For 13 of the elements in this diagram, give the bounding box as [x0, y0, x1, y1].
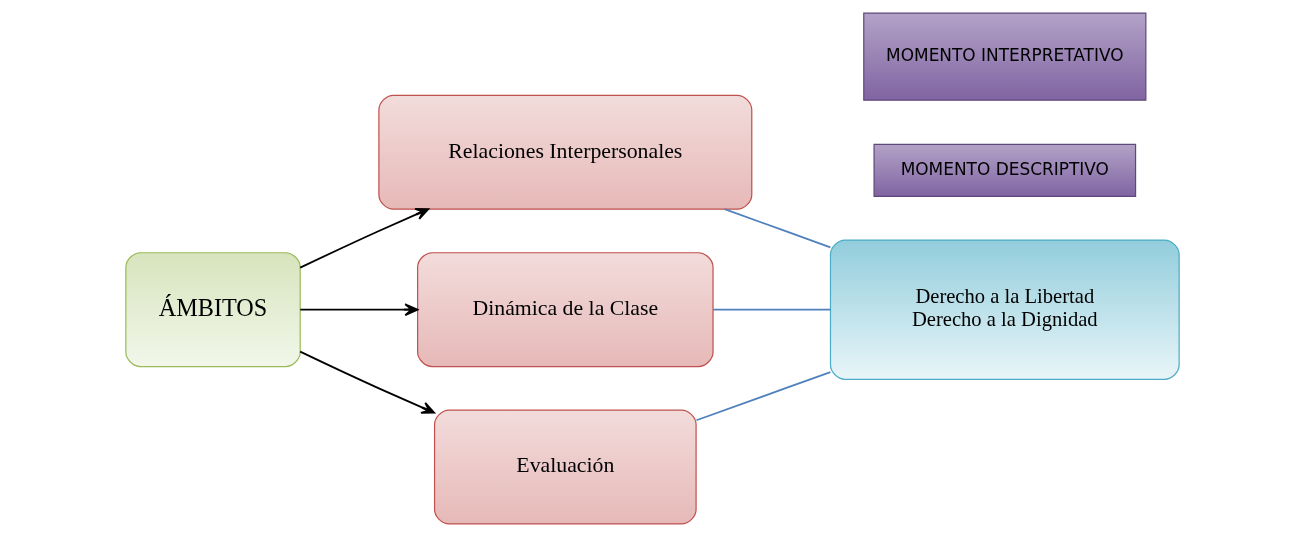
node-box: Relaciones Interpersonales: [378, 94, 753, 210]
node-box: Evaluación: [433, 409, 697, 525]
arrow: [299, 350, 436, 414]
connector: [712, 308, 832, 311]
node-box: ÁMBITOS: [125, 252, 301, 368]
arrow: [299, 303, 419, 317]
node-box: Derecho a la Libertad Derecho a la Dignidad: [829, 239, 1180, 380]
node-box: Dinámica de la Clase: [417, 252, 714, 368]
connector: [695, 371, 832, 422]
node-box: MOMENTO DESCRIPTIVO: [873, 143, 1137, 198]
node-box: MOMENTO INTERPRETATIVO: [863, 12, 1147, 101]
connector: [723, 208, 832, 249]
arrow: [299, 208, 430, 269]
